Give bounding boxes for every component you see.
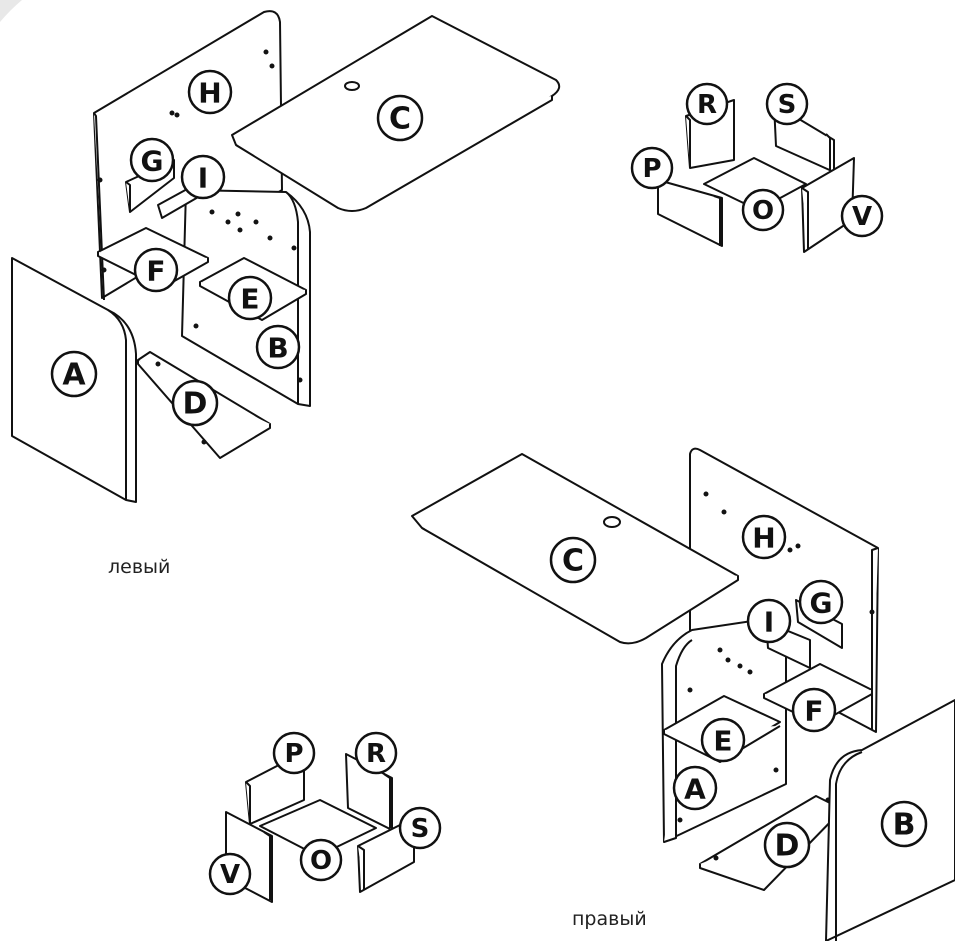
label-circle-h-left [187, 69, 233, 115]
label-b-right: B [893, 808, 916, 843]
label-circle-b-right [880, 800, 928, 848]
label-circle-v-right [208, 852, 252, 896]
label-circle-f-left [133, 247, 179, 293]
label-circle-o-left [741, 188, 785, 232]
label-circle-a-right [672, 765, 718, 811]
label-circle-e-left [227, 275, 273, 321]
label-g-left: G [141, 145, 164, 178]
part-labels [50, 69, 928, 896]
label-s-right: S [411, 814, 430, 844]
label-circle-e-right [700, 717, 746, 763]
label-circle-s-left [765, 82, 809, 126]
label-circle-p-left [630, 146, 674, 190]
left-drawer-o [703, 157, 807, 211]
label-circle-d-left [171, 379, 219, 427]
label-i-right: I [764, 606, 774, 639]
label-circle-i-left [180, 154, 226, 200]
right-version-caption: правый [572, 908, 647, 930]
label-circle-p-right [272, 731, 316, 775]
label-e-left: E [240, 283, 259, 316]
right-panel-h [689, 447, 879, 733]
label-s-left: S [778, 90, 797, 120]
label-h-right: H [752, 522, 775, 555]
label-c-right: C [562, 544, 584, 579]
part-label-letters: H C G I F E B A D R S P O V H C G I F E … [62, 77, 915, 891]
label-circle-s-right [398, 806, 442, 850]
label-f-right: F [804, 695, 823, 728]
label-circle-d-right [763, 821, 811, 869]
label-circle-f-right [791, 687, 837, 733]
label-a-left: A [62, 358, 86, 393]
right-drawer-s [357, 817, 415, 893]
label-d-left: D [183, 387, 208, 422]
label-b-left: B [267, 332, 288, 365]
label-r-left: R [697, 90, 717, 120]
label-circle-a-left [50, 350, 98, 398]
right-desk-assembly [411, 447, 955, 942]
label-circle-g-right [798, 579, 844, 625]
label-r-right: R [366, 739, 386, 769]
label-g-right: G [810, 587, 833, 620]
label-i-left: I [198, 162, 208, 195]
label-v-left: V [852, 202, 872, 232]
left-drawer-p [657, 179, 723, 247]
label-a-right: A [684, 773, 706, 806]
left-drawer-assembly [657, 99, 855, 253]
label-h-left: H [198, 77, 221, 110]
label-v-right: V [220, 860, 240, 890]
label-circle-b-left [255, 324, 301, 370]
label-circle-g-left [129, 137, 175, 183]
corner-decoration [0, 0, 22, 22]
label-o-left: O [752, 196, 774, 226]
label-p-left: P [642, 154, 661, 184]
label-circle-r-right [354, 731, 398, 775]
label-d-right: D [775, 829, 800, 864]
label-circle-i-right [746, 598, 792, 644]
label-p-right: P [284, 739, 303, 769]
label-circle-h-right [741, 514, 787, 560]
label-e-right: E [713, 725, 732, 758]
label-circle-c-right [549, 536, 597, 584]
label-circle-c-left [376, 94, 424, 142]
label-o-right: O [310, 846, 332, 876]
label-c-left: C [389, 102, 411, 137]
label-circle-r-left [685, 82, 729, 126]
right-drawer-o [259, 799, 377, 857]
left-version-caption: левый [108, 556, 171, 578]
left-desk-assembly [11, 10, 561, 503]
label-circle-o-right [299, 838, 343, 882]
label-circle-v-left [840, 194, 884, 238]
label-f-left: F [146, 255, 165, 288]
